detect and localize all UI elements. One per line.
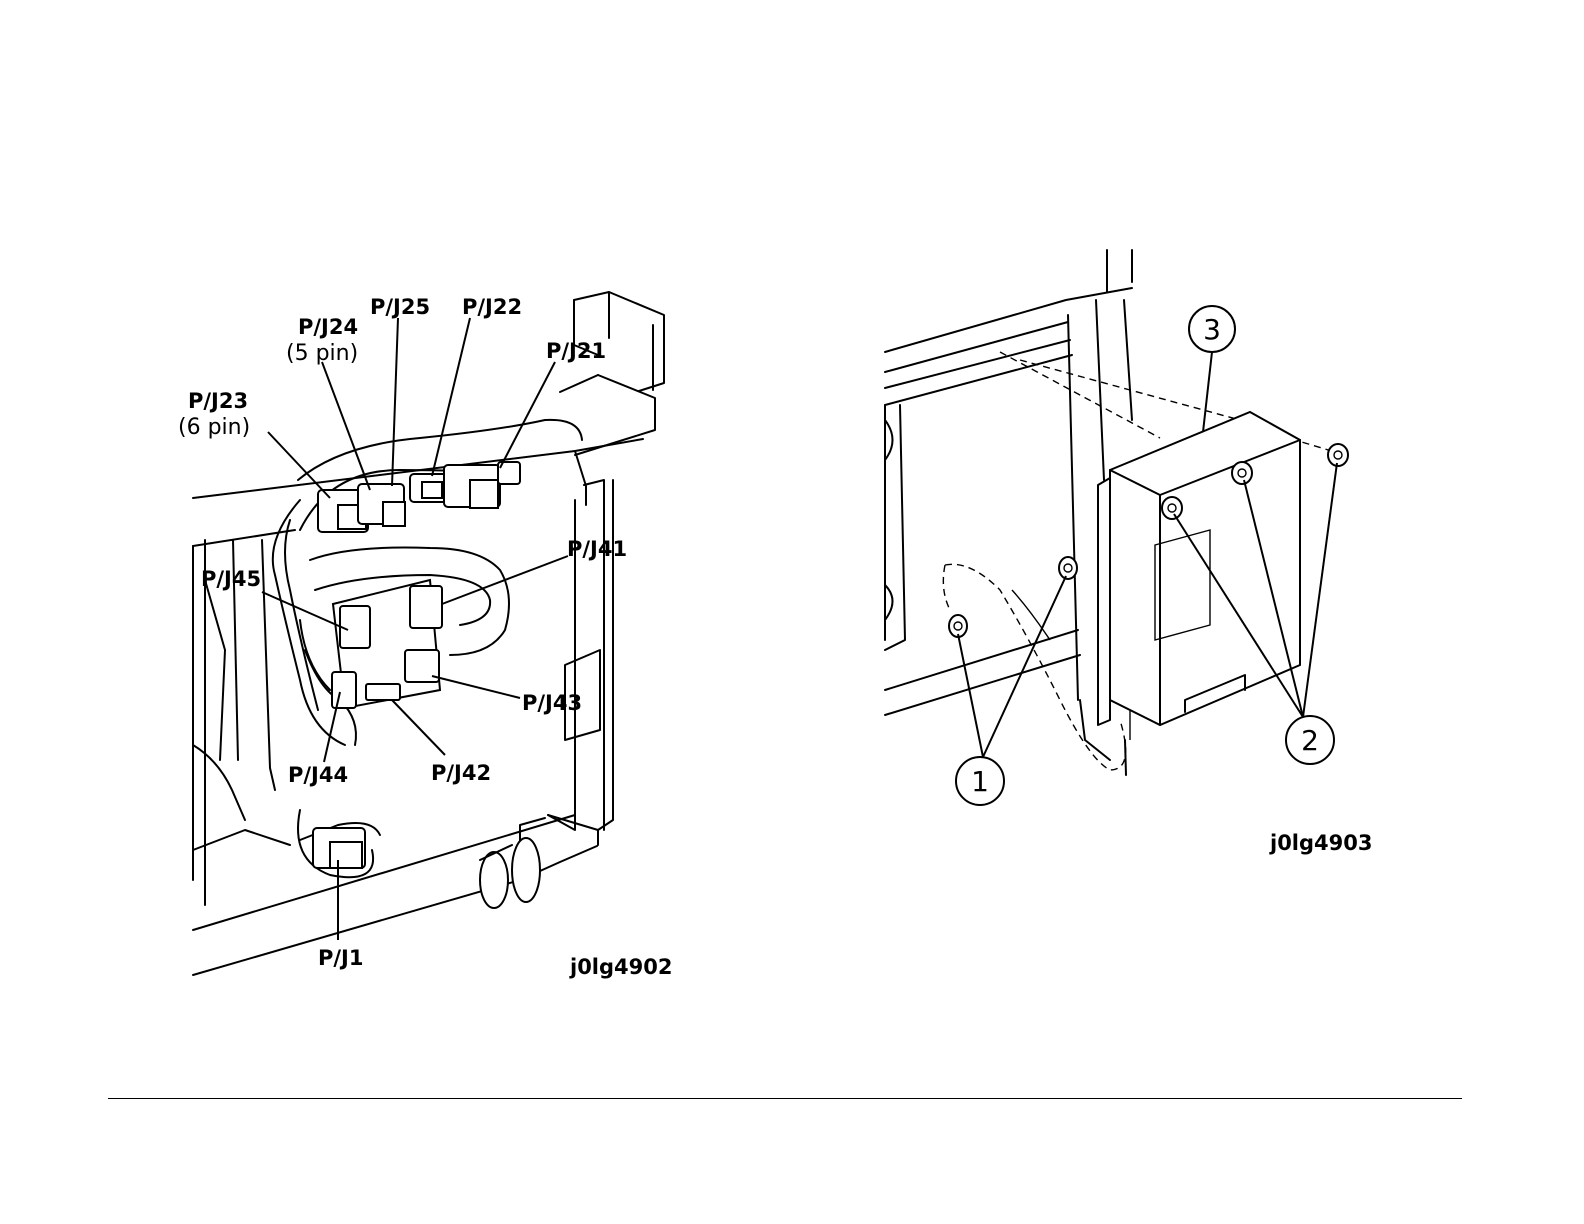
callout-1: 1	[956, 757, 1004, 805]
leader-pj43	[432, 676, 520, 698]
label-pj45: P/J45	[201, 567, 261, 591]
leader-callout-2c	[1303, 463, 1337, 717]
label-pj22: P/J22	[462, 295, 522, 319]
leader-callout-1a	[958, 634, 983, 757]
figure-caption-right: j0lg4903	[1269, 831, 1373, 855]
leader-pj25	[392, 318, 398, 486]
screw	[949, 615, 967, 637]
callout-2: 2	[1286, 716, 1334, 764]
leader-pj21	[500, 362, 555, 468]
label-pj1: P/J1	[318, 946, 364, 970]
screw	[1328, 444, 1348, 466]
left-figure: P/J23 (6 pin) P/J24 (5 pin) P/J25 P/J22 …	[178, 292, 673, 979]
callout-3-number: 3	[1203, 313, 1221, 346]
leader-pj42	[392, 700, 445, 755]
label-pj21: P/J21	[546, 339, 606, 363]
leader-callout-1b	[983, 576, 1066, 757]
callout-2-number: 2	[1301, 724, 1319, 757]
leader-pj22	[432, 318, 470, 476]
label-pj23-pins: (6 pin)	[178, 415, 250, 440]
leader-callout-3	[1203, 352, 1212, 432]
screw	[1232, 462, 1252, 484]
label-pj41: P/J41	[567, 537, 627, 561]
footer-rule	[108, 1098, 1462, 1099]
callout-1-number: 1	[971, 765, 989, 798]
label-pj23: P/J23	[188, 389, 248, 413]
label-pj43: P/J43	[522, 691, 582, 715]
leader-pj24	[322, 362, 370, 490]
left-machine-drawing	[193, 292, 664, 975]
right-machine-drawing	[885, 250, 1348, 775]
figure-caption-left: j0lg4902	[569, 955, 673, 979]
label-pj24: P/J24	[298, 315, 358, 339]
screw	[1162, 497, 1182, 519]
label-pj44: P/J44	[288, 763, 348, 787]
right-figure: 1 2 3 j0lg4903	[885, 250, 1373, 855]
callout-3: 3	[1189, 306, 1235, 352]
label-pj42: P/J42	[431, 761, 491, 785]
label-pj24-pins: (5 pin)	[286, 341, 358, 366]
screw	[1059, 557, 1077, 579]
label-pj25: P/J25	[370, 295, 430, 319]
